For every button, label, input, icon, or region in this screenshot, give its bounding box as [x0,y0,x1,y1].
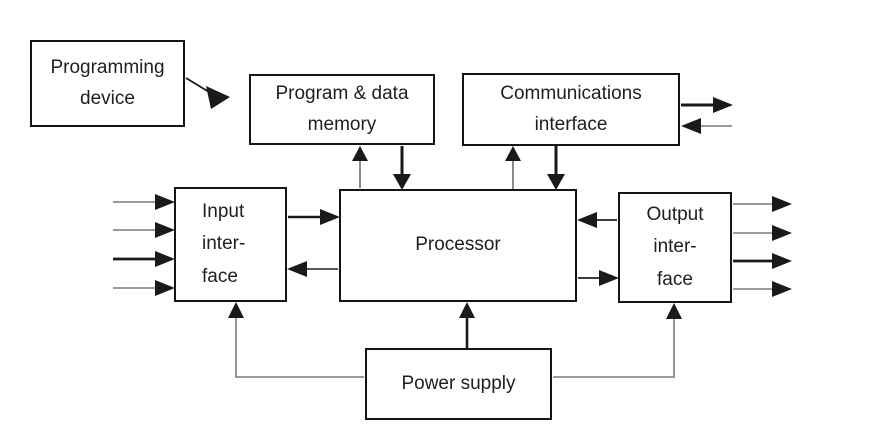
node-communications-interface: Communications interface [462,73,680,146]
arrow-programming-device [185,77,230,109]
arrow-input-line-3 [113,251,175,267]
arrow-memory-to-processor [393,146,411,190]
arrow-output-line-3 [733,253,792,269]
arrow-power-to-processor [459,302,475,348]
arrow-input-line-4 [113,280,175,296]
program-data-memory-label: Program & data memory [275,83,409,135]
node-input-interface: Input inter- face [174,187,287,302]
node-program-data-memory: Program & data memory [249,74,435,145]
input-interface-label: Input inter- face [202,201,246,287]
power-supply-label: Power supply [401,372,516,394]
arrow-comm-to-processor [547,146,565,190]
processor-label: Processor [415,234,501,256]
arrow-comm-in [681,118,732,134]
arrow-processor-to-output [578,270,619,286]
node-programming-device: Programming device [30,40,185,127]
arrow-processor-to-input [287,261,338,277]
communications-interface-label: Communications interface [500,83,642,135]
output-interface-label: Output inter- face [646,204,704,290]
arrow-output-to-processor [577,212,617,228]
arrow-output-line-1 [733,196,792,212]
node-processor: Processor [339,189,577,302]
arrow-input-line-1 [113,194,175,210]
arrow-power-to-output [553,303,682,378]
node-output-interface: Output inter- face [618,192,732,303]
arrow-output-line-2 [733,225,792,241]
arrow-input-to-processor [288,209,340,225]
arrow-comm-out [681,97,733,113]
node-power-supply: Power supply [365,348,552,420]
arrow-output-line-4 [733,281,792,297]
arrow-processor-to-comm [505,146,521,189]
arrow-processor-to-memory [352,146,368,188]
programming-device-label: Programming device [50,57,165,109]
arrow-power-to-input [228,302,364,378]
arrow-input-line-2 [113,222,175,238]
